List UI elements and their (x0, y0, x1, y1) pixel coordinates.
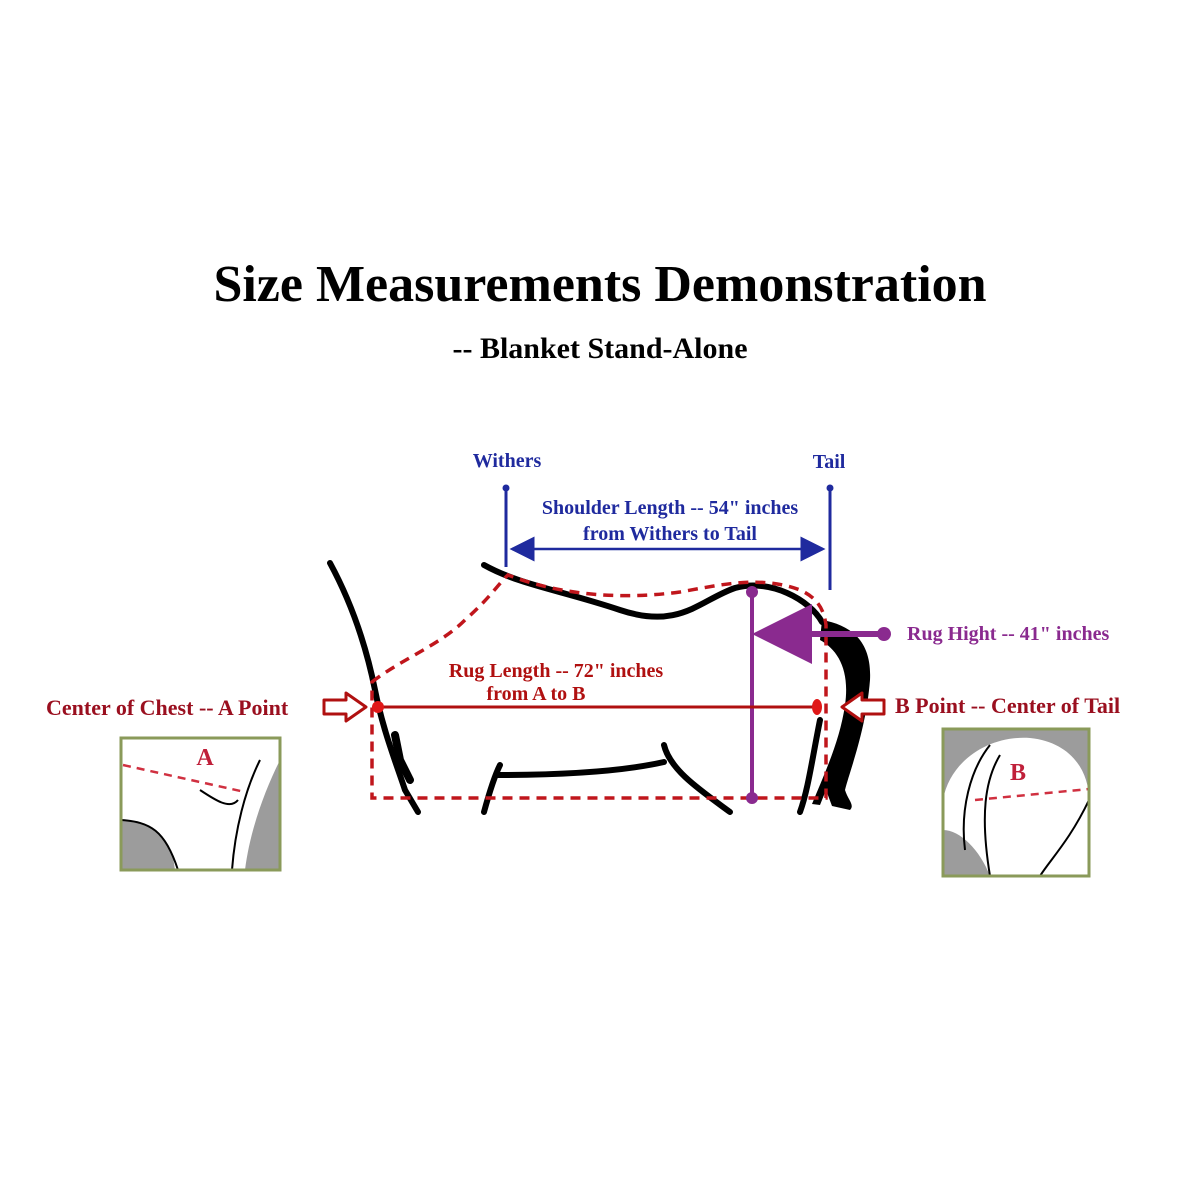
horse-chest-notch (391, 731, 414, 784)
center-of-chest-label: Center of Chest -- A Point (46, 695, 289, 720)
point-b-dot (812, 699, 822, 715)
horse-outline (327, 560, 825, 815)
horse-rear-leg (797, 717, 823, 815)
rug-length-sub-label: from A to B (486, 683, 585, 705)
tail-label: Tail (813, 451, 846, 473)
rug-length-label: Rug Length -- 72" inches (449, 660, 664, 682)
inset-b-letter: B (1010, 760, 1026, 786)
inset-chest-point-a: A (119, 736, 282, 872)
horse-belly-curve (494, 759, 667, 778)
b-point-label: B Point -- Center of Tail (895, 693, 1120, 718)
rug-hight-label: Rug Hight -- 41" inches (907, 623, 1109, 645)
page-subtitle: -- Blanket Stand-Alone (452, 332, 748, 365)
rug-length-measure (372, 699, 822, 715)
withers-label: Withers (473, 450, 542, 472)
horse-back-line (481, 562, 825, 625)
inset-a-letter: A (196, 745, 214, 771)
shoulder-length-sub-label: from Withers to Tail (583, 523, 757, 545)
page-title: Size Measurements Demonstration (213, 256, 987, 313)
blanket-outline (370, 572, 828, 800)
inset-tail-point-b: B (941, 727, 1091, 878)
point-a-dot (372, 701, 384, 713)
shoulder-length-measure (502, 484, 834, 590)
arrow-to-point-b (840, 691, 886, 723)
horse-tail-shape (812, 620, 871, 810)
horse-belly-line (481, 762, 503, 815)
horse-hind-leg (661, 742, 733, 815)
arrow-to-point-a (322, 691, 368, 723)
rug-hight-measure (746, 586, 891, 804)
horse-neck-line (327, 560, 421, 815)
shoulder-length-label: Shoulder Length -- 54" inches (542, 497, 799, 519)
